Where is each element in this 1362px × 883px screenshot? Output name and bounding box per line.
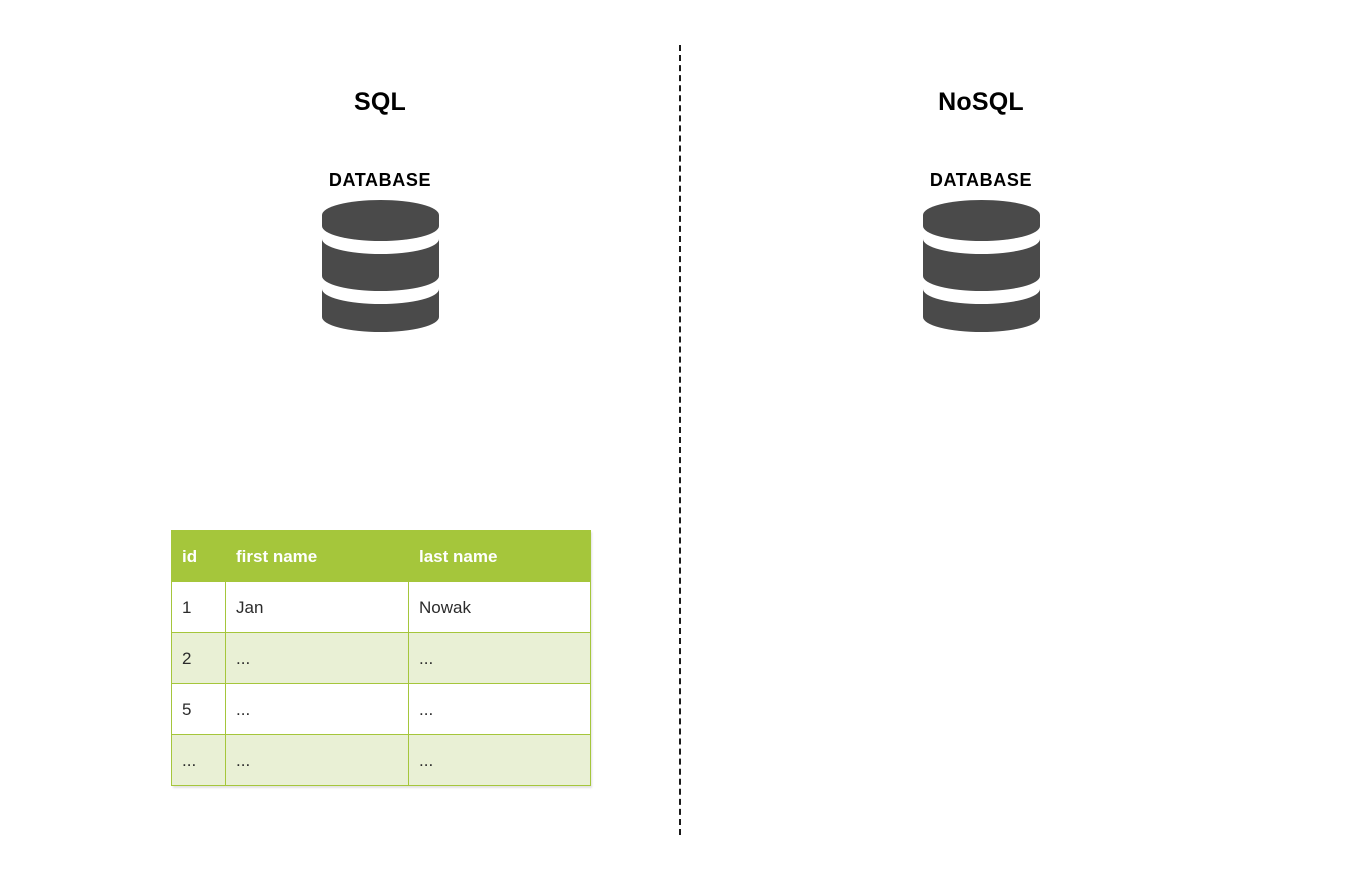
cell-first-name: Jan: [225, 581, 409, 633]
cell-id: 2: [171, 632, 226, 684]
database-caption-sql: DATABASE: [328, 170, 432, 190]
cell-id: 1: [171, 581, 226, 633]
cell-last-name: ...: [408, 683, 591, 735]
column-header-last-name: last name: [408, 530, 591, 582]
panel-title-nosql: NoSQL: [938, 88, 1024, 116]
table-row: ... ... ...: [171, 734, 591, 786]
cell-id: 5: [171, 683, 226, 735]
cell-first-name: ...: [225, 683, 409, 735]
column-header-id: id: [171, 530, 226, 582]
panel-nosql: NoSQL DATABASE: [681, 0, 1362, 883]
cell-first-name: ...: [225, 734, 409, 786]
database-caption-nosql: DATABASE: [929, 170, 1033, 190]
cell-first-name: ...: [225, 632, 409, 684]
database-cylinder-icon: [322, 200, 439, 332]
table-row: 2 ... ...: [171, 632, 591, 684]
cell-last-name: ...: [408, 734, 591, 786]
vertical-dashed-divider: [679, 45, 681, 835]
sql-records-table: id first name last name 1 Jan Nowak 2 ..…: [171, 530, 591, 786]
cell-last-name: Nowak: [408, 581, 591, 633]
cell-last-name: ...: [408, 632, 591, 684]
database-cylinder-icon: [923, 200, 1040, 332]
table-row: 5 ... ...: [171, 683, 591, 735]
cell-id: ...: [171, 734, 226, 786]
table-row: 1 Jan Nowak: [171, 581, 591, 633]
table-header-row: id first name last name: [171, 530, 591, 582]
panel-sql: SQL DATABASE: [0, 0, 679, 883]
column-header-first-name: first name: [225, 530, 409, 582]
panel-title-sql: SQL: [354, 88, 406, 116]
